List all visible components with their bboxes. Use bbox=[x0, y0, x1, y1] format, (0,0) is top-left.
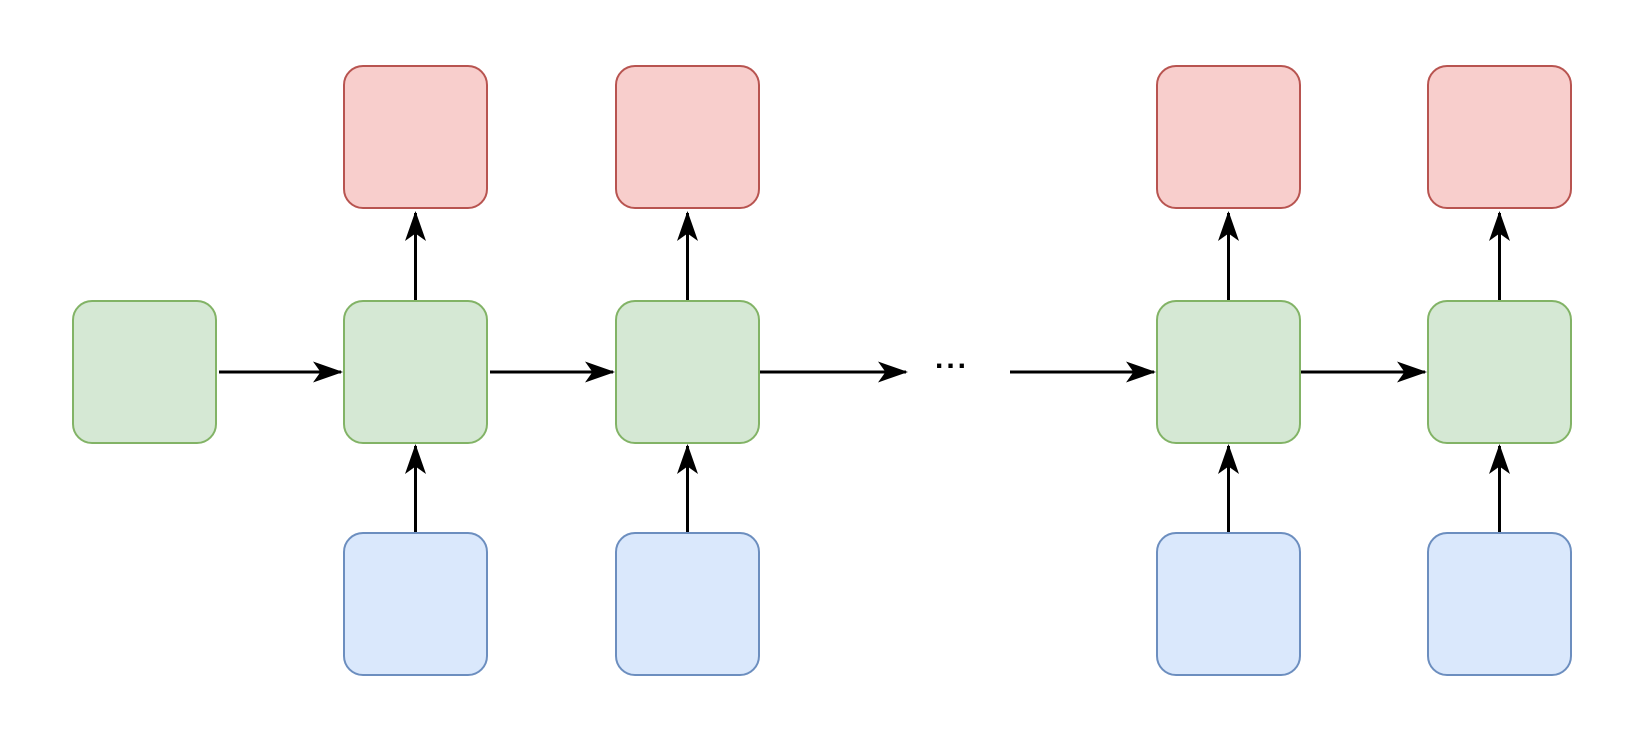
hidden-node-1 bbox=[343, 300, 488, 444]
output-node-4 bbox=[1427, 65, 1572, 209]
output-node-3 bbox=[1156, 65, 1301, 209]
output-node-2 bbox=[615, 65, 760, 209]
hidden-node-0 bbox=[72, 300, 217, 444]
input-node-3 bbox=[1156, 532, 1301, 676]
ellipsis-label: ... bbox=[934, 342, 969, 375]
input-node-4 bbox=[1427, 532, 1572, 676]
hidden-node-3 bbox=[1156, 300, 1301, 444]
input-node-2 bbox=[615, 532, 760, 676]
output-node-1 bbox=[343, 65, 488, 209]
hidden-node-2 bbox=[615, 300, 760, 444]
hidden-node-4 bbox=[1427, 300, 1572, 444]
input-node-1 bbox=[343, 532, 488, 676]
